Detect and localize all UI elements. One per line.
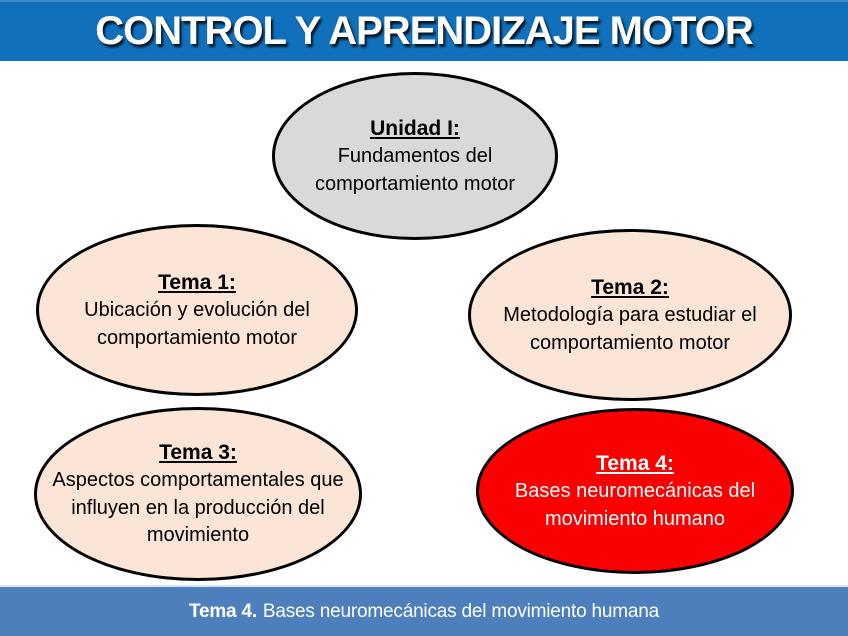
footer-tema-label: Tema 4. [188,600,257,622]
node-tema-4: Tema 4: Bases neuromecánicas del movimie… [476,408,794,574]
node-tema-2-body: Metodología para estudiar el comportamie… [503,304,757,354]
node-tema-1: Tema 1: Ubicación y evolución del compor… [36,224,358,396]
node-tema-1-body: Ubicación y evolución del comportamiento… [84,299,310,349]
node-tema-1-heading: Tema 1: [158,270,236,294]
node-tema-4-body: Bases neuromecánicas del movimiento huma… [514,480,756,530]
node-unidad-1-heading: Unidad I: [370,116,460,140]
node-tema-3-heading: Tema 3: [159,440,237,464]
node-unidad-1: Unidad I: Fundamentos del comportamiento… [272,72,558,240]
footer-text: Bases neuromecánicas del movimiento huma… [262,600,660,622]
slide-title: CONTROL Y APRENDIZAJE MOTOR [95,9,754,53]
footer-bar: Tema 4. Bases neuromecánicas del movimie… [0,585,848,636]
node-tema-4-heading: Tema 4: [596,451,674,475]
node-tema-3-body: Aspectos comportamentales que influyen e… [52,469,344,547]
node-tema-3: Tema 3: Aspectos comportamentales que in… [34,407,362,581]
node-unidad-1-body: Fundamentos del comportamiento motor [314,145,516,195]
node-tema-2: Tema 2: Metodología para estudiar el com… [468,229,792,401]
title-bar: CONTROL Y APRENDIZAJE MOTOR [0,0,848,61]
node-tema-2-heading: Tema 2: [591,275,669,299]
